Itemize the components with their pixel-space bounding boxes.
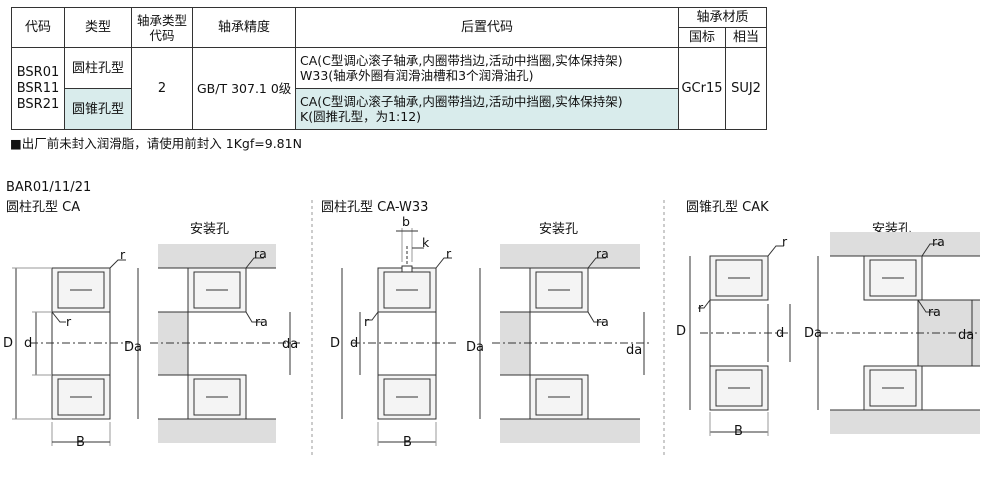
header-code: 代码 bbox=[11, 7, 65, 48]
dim-Da-3: Da bbox=[804, 326, 822, 341]
dim-d-2: d bbox=[350, 336, 359, 351]
dim-r-3b: r bbox=[698, 300, 704, 315]
dim-ra-1a: ra bbox=[254, 246, 267, 261]
dim-ra-2b: ra bbox=[596, 314, 609, 329]
code-cell: BSR01 BSR11 BSR21 bbox=[11, 47, 65, 130]
code-item: BSR21 bbox=[16, 96, 60, 112]
bearing-1 bbox=[51, 267, 111, 420]
code-item: BSR01 bbox=[16, 64, 60, 80]
material-national: GCr15 bbox=[678, 47, 726, 130]
dim-da-3: da bbox=[958, 328, 975, 343]
dim-D-2: D bbox=[330, 336, 341, 351]
dim-b-2: b bbox=[402, 214, 410, 229]
dim-ra-3a: ra bbox=[932, 234, 945, 249]
bearing-2 bbox=[377, 246, 437, 420]
dim-k-2: k bbox=[422, 235, 430, 250]
panel3-title: 圆锥孔型 CAK bbox=[686, 200, 769, 215]
suffix-row2-line1: CA(C型调心滚子轴承,内圈带挡边,活动中挡圈,实体保持架) bbox=[300, 94, 623, 109]
type-tapered: 圆锥孔型 bbox=[64, 88, 132, 130]
dim-ra-1b: ra bbox=[255, 314, 268, 329]
mount-hole-label-2: 安装孔 bbox=[539, 222, 579, 237]
dim-B-1: B bbox=[76, 435, 85, 450]
dim-r-1a: r bbox=[120, 247, 126, 262]
suffix-row1: CA(C型调心滚子轴承,内圈带挡边,活动中挡圈,实体保持架) W33(轴承外圈有… bbox=[295, 47, 679, 89]
mount-hole-3 bbox=[830, 232, 980, 434]
dim-d-1: d bbox=[24, 336, 33, 351]
panel1-title: 圆柱孔型 CA bbox=[6, 200, 81, 215]
suffix-row2-line2: K(圆推孔型，为1:12) bbox=[300, 109, 422, 124]
series-label: BAR01/11/21 bbox=[6, 180, 92, 195]
dim-r-1b: r bbox=[66, 314, 72, 329]
code-item: BSR11 bbox=[16, 80, 60, 96]
spec-table: 代码 类型 轴承类型代码 轴承精度 后置代码 轴承材质 国标 相当 BSR01 … bbox=[11, 7, 767, 130]
suffix-row1-line1: CA(C型调心滚子轴承,内圈带挡边,活动中挡圈,实体保持架) bbox=[300, 53, 623, 68]
dim-d-3: d bbox=[776, 326, 785, 341]
dim-da-1: da bbox=[282, 337, 299, 352]
precision-value: GB/T 307.1 0级 bbox=[192, 47, 296, 130]
dim-Da-2: Da bbox=[466, 340, 484, 355]
header-suffix: 后置代码 bbox=[295, 7, 679, 48]
dim-B-3: B bbox=[734, 424, 743, 439]
type-code-value: 2 bbox=[131, 47, 193, 130]
dim-ra-2a: ra bbox=[596, 246, 609, 261]
dim-r-2a: r bbox=[446, 246, 452, 261]
dim-D-3: D bbox=[676, 324, 687, 339]
dim-r-3a: r bbox=[782, 234, 788, 249]
suffix-row2: CA(C型调心滚子轴承,内圈带挡边,活动中挡圈,实体保持架) K(圆推孔型，为1… bbox=[295, 88, 679, 130]
dim-r-2b: r bbox=[364, 314, 370, 329]
dim-Da-1: Da bbox=[124, 340, 142, 355]
dim-ra-3b: ra bbox=[928, 304, 941, 319]
note-text: ■出厂前未封入润滑脂，请使用前封入 1Kgf=9.81N bbox=[10, 136, 302, 151]
material-equivalent: SUJ2 bbox=[725, 47, 767, 130]
header-precision: 轴承精度 bbox=[192, 7, 296, 48]
header-equivalent: 相当 bbox=[725, 27, 767, 48]
dim-D-1: D bbox=[3, 336, 14, 351]
dim-B-2: B bbox=[403, 435, 412, 450]
dim-da-2: da bbox=[626, 343, 643, 358]
header-material: 轴承材质 bbox=[678, 7, 767, 28]
suffix-row1-line2: W33(轴承外圈有润滑油槽和3个润滑油孔) bbox=[300, 68, 534, 83]
bearing-3 bbox=[709, 255, 769, 411]
mount-hole-label-1: 安装孔 bbox=[190, 222, 230, 237]
panel2-title: 圆柱孔型 CA-W33 bbox=[321, 200, 429, 215]
